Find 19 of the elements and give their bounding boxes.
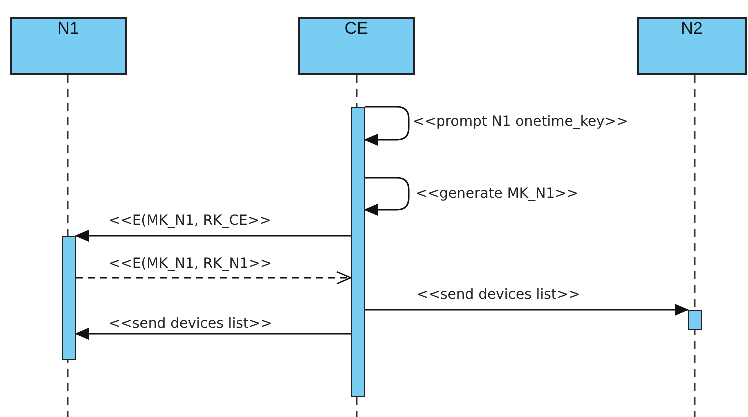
activation-bar (688, 310, 702, 330)
activation-bar (351, 107, 365, 397)
self-message-arrow (364, 177, 410, 216)
self-message-arrow (364, 106, 410, 146)
activation-bar (62, 236, 76, 360)
message-arrow (75, 230, 351, 242)
message-arrow (75, 328, 351, 340)
edge-label: <<generate MK_N1>> (415, 186, 580, 203)
edge-label: <<E(MK_N1, RK_N1>> (108, 256, 274, 273)
lifeline-header-box (637, 17, 747, 75)
return-message-arrow (76, 271, 352, 285)
lifeline-header-box (298, 17, 415, 75)
participant-name: N2 (680, 19, 704, 39)
message-arrow (365, 304, 689, 316)
edge-label: <<E(MK_N1, RK_CE>> (108, 213, 272, 230)
participant-name: CE (344, 19, 370, 39)
lifeline-header-box (10, 17, 127, 75)
edge-label: <<prompt N1 onetime_key>> (412, 114, 630, 131)
participant-name: N1 (56, 19, 80, 39)
